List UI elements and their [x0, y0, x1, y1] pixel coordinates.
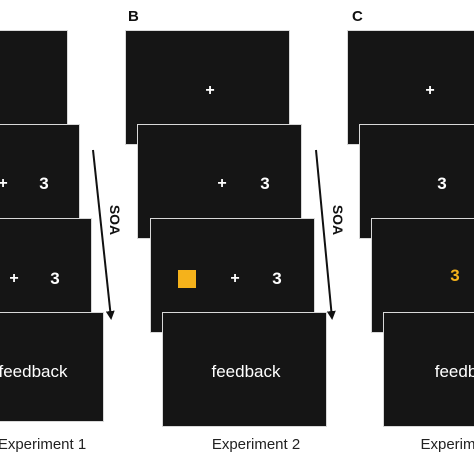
feedback-text: feedback: [0, 362, 68, 381]
caption-experiment-1: Experiment 1: [0, 436, 87, 453]
exp2-feedback-screen: feedback: [162, 312, 327, 427]
soa-label-right: SOA: [330, 204, 347, 236]
exp1-feedback-screen: feedback: [0, 312, 104, 422]
target-digit: 3: [272, 269, 282, 288]
soa-label-left: SOA: [107, 204, 124, 236]
panel-label-c: C: [352, 8, 363, 25]
fixation-cross: +: [425, 82, 435, 99]
fixation-cross: +: [0, 175, 8, 192]
fixation-cross: +: [9, 270, 19, 287]
caption-experiment-3: Experim: [420, 436, 474, 453]
soa-arrow-left: [92, 149, 115, 320]
target-digit: 3: [39, 174, 49, 193]
soa-arrow-right: [315, 149, 336, 320]
exp1-screen-3: + 3: [0, 218, 92, 313]
fixation-cross: +: [230, 270, 240, 287]
feedback-text: feedb: [434, 362, 474, 381]
fixation-cross: +: [205, 82, 215, 99]
exp3-feedback-screen: feedb: [383, 312, 474, 427]
caption-experiment-2: Experiment 2: [211, 436, 301, 453]
highlighted-target-digit: 3: [450, 266, 460, 285]
panel-label-b: B: [128, 8, 139, 25]
target-digit: 3: [50, 269, 60, 288]
target-digit: 3: [437, 174, 447, 193]
peripheral-cue-square: [178, 270, 196, 288]
fixation-cross: +: [217, 175, 227, 192]
exp1-screen-2: + 3: [0, 124, 80, 219]
target-digit: 3: [260, 174, 270, 193]
feedback-text: feedback: [211, 362, 281, 381]
